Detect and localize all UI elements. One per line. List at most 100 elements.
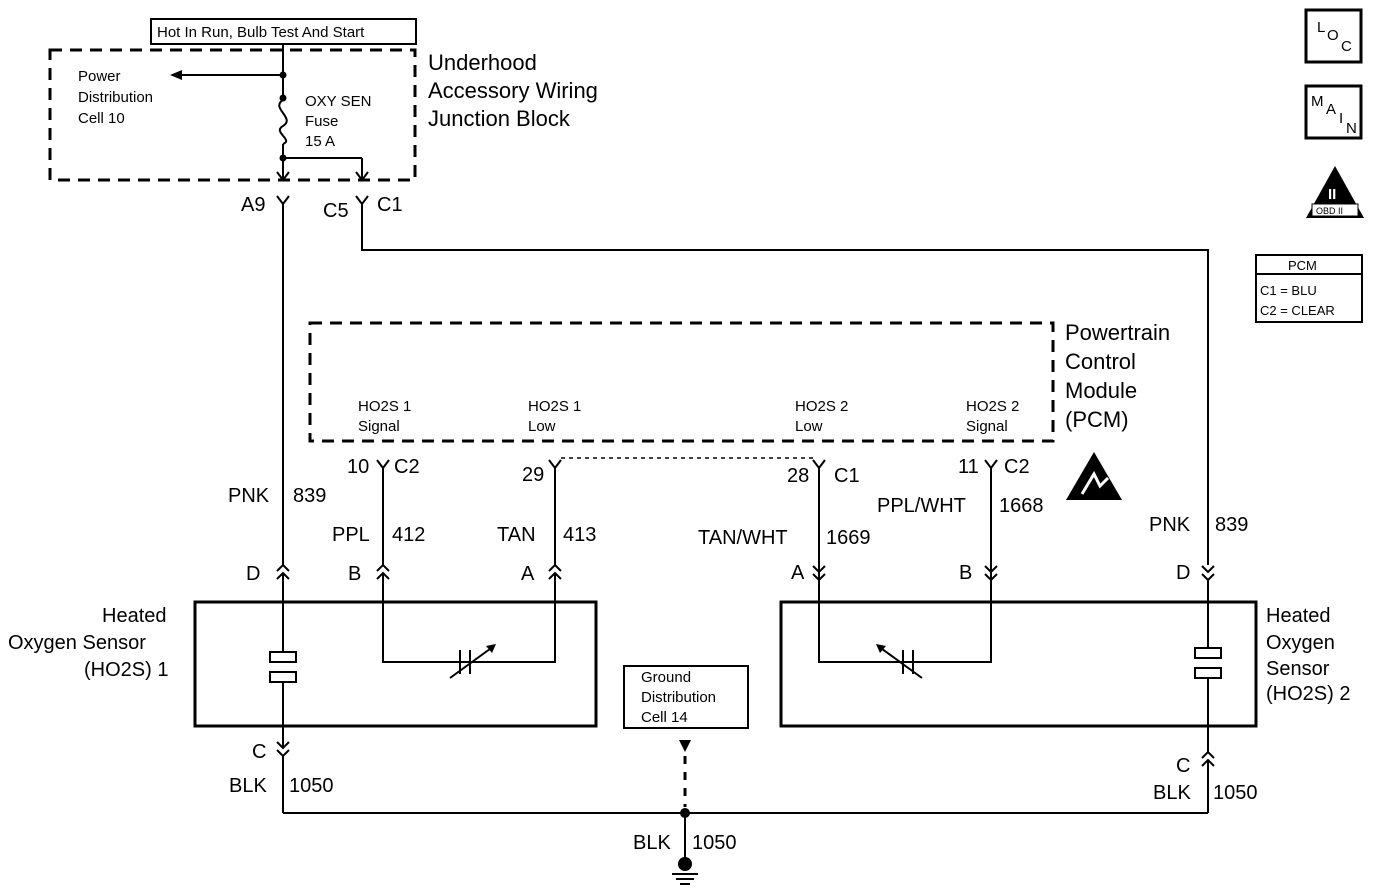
junction-block-name-3: Junction Block — [428, 106, 571, 131]
main-icon — [1304, 84, 1363, 140]
s1-connector-d-icon — [276, 563, 290, 572]
s1-pin-c: C — [252, 741, 266, 763]
pcm-s2-low-a: HO2S 2 — [795, 398, 848, 415]
s1-heater-icon — [269, 651, 297, 663]
sensor2-box — [779, 600, 1258, 728]
s2-pin-d: D — [1176, 562, 1190, 584]
pcm-s2-signal-b: Signal — [966, 418, 1008, 435]
sensor1-name-2: Oxygen Sensor — [8, 632, 146, 654]
wire-tanwht-num: 1669 — [826, 527, 871, 549]
s2-connector-b-icon — [984, 565, 998, 574]
power-dist-1: Power — [78, 68, 121, 85]
svg-text:L: L — [1317, 19, 1325, 36]
power-dist-3: Cell 10 — [78, 110, 125, 127]
s1-connector-a-icon — [548, 563, 562, 572]
wire-tanwht: TAN/WHT — [698, 527, 788, 549]
sensor1-name-1: Heated — [102, 605, 167, 627]
pcm-pin11: 11 — [958, 456, 979, 478]
pcm-s1-signal-a: HO2S 1 — [358, 398, 411, 415]
pin-a9: A9 — [241, 194, 265, 216]
s2-connector-a-icon — [812, 565, 826, 574]
svg-text:C: C — [1341, 38, 1352, 55]
pcm-pin10: 10 — [347, 456, 369, 478]
wire-pnk-right: PNK — [1149, 514, 1191, 536]
pcm-name-4: (PCM) — [1065, 407, 1129, 432]
wire-ppl-num: 412 — [392, 524, 425, 546]
s2-heater-icon — [1194, 647, 1222, 659]
pcm-legend-box — [1255, 254, 1363, 323]
pin-c5: C5 — [323, 200, 349, 222]
pcm-legend-title: PCM — [1288, 258, 1317, 273]
s1-pin-b: B — [348, 563, 361, 585]
pcm-pin11-icon — [984, 459, 998, 470]
power-label: Hot In Run, Bulb Test And Start — [157, 24, 365, 41]
wire-pplwht: PPL/WHT — [877, 495, 966, 517]
obd-label: OBD II — [1316, 206, 1343, 216]
svg-text:O: O — [1327, 27, 1339, 44]
pcm-pin28-conn: C1 — [834, 465, 860, 487]
wire-pplwht-num: 1668 — [999, 495, 1044, 517]
pcm-name-3: Module — [1065, 378, 1137, 403]
sensor1-box — [193, 600, 598, 728]
pcm-outline — [308, 321, 1055, 443]
svg-text:I: I — [1339, 110, 1343, 127]
fuse-label-1: OXY SEN — [305, 93, 371, 110]
wire-ppl: PPL — [332, 524, 370, 546]
wire-blk-left-num: 1050 — [289, 775, 334, 797]
pcm-pin29: 29 — [522, 464, 544, 486]
wire-blk-left: BLK — [229, 775, 267, 797]
pcm-pin10-conn: C2 — [394, 456, 420, 478]
pcm-s2-signal-a: HO2S 2 — [966, 398, 1019, 415]
s2-connector-c-icon — [1201, 750, 1215, 759]
s1-pin-d: D — [246, 563, 260, 585]
pcm-pin28-icon — [812, 459, 826, 470]
junction-block-name-1: Underhood — [428, 50, 537, 75]
fuse-label-3: 15 A — [305, 133, 335, 150]
sensor2-name-3: Sensor — [1266, 658, 1330, 680]
wire-pnk-left: PNK — [228, 485, 270, 507]
pcm-pin10-icon — [376, 459, 390, 470]
wire-blk-right: BLK — [1153, 782, 1191, 804]
ground-dist-box — [623, 665, 749, 729]
s2-pin-a: A — [791, 562, 805, 584]
s1-connector-c-icon — [276, 741, 290, 750]
pcm-s2-low-b: Low — [795, 418, 823, 435]
pcm-pin29-icon — [548, 459, 562, 470]
pcm-legend-c1: C1 = BLU — [1260, 283, 1317, 298]
s2-pin-c: C — [1176, 755, 1190, 777]
s1-connector-b-icon — [376, 563, 390, 572]
wire-pnk-right-num: 839 — [1215, 514, 1248, 536]
pin-c1: C1 — [377, 194, 403, 216]
sensor2-name-2: Oxygen — [1266, 632, 1335, 654]
ground-dist-1: Ground — [641, 669, 691, 686]
ground-icon — [678, 857, 692, 871]
wire-pnk-left-num: 839 — [293, 485, 326, 507]
pcm-s1-low-a: HO2S 1 — [528, 398, 581, 415]
pcm-s1-signal-b: Signal — [358, 418, 400, 435]
loc-icon — [1304, 8, 1363, 64]
sensor1-name-3: (HO2S) 1 — [84, 659, 168, 681]
s2-pin-b: B — [959, 562, 972, 584]
pcm-name-1: Powertrain — [1065, 320, 1170, 345]
power-dist-2: Distribution — [78, 89, 153, 106]
pcm-pin28: 28 — [787, 465, 809, 487]
pcm-pin11-conn: C2 — [1004, 456, 1030, 478]
junction-block-outline — [48, 48, 417, 182]
arrow-left-icon — [170, 70, 182, 80]
wire-tan: TAN — [497, 524, 536, 546]
pcm-legend-c2: C2 = CLEAR — [1260, 303, 1335, 318]
pcm-name-2: Control — [1065, 349, 1136, 374]
s1-pin-a: A — [521, 563, 535, 585]
s2-connector-d-icon — [1201, 565, 1215, 574]
junction-block-name-2: Accessory Wiring — [428, 78, 598, 103]
svg-text:N: N — [1346, 120, 1357, 137]
fuse-icon — [278, 99, 288, 145]
connector-c5-icon — [355, 195, 369, 206]
sensor2-name-4: (HO2S) 2 — [1266, 683, 1350, 705]
wire-blk-right-num: 1050 — [1213, 782, 1258, 804]
wire-blk-bottom: BLK — [633, 832, 671, 854]
wire-tan-num: 413 — [563, 524, 596, 546]
sensor2-name-1: Heated — [1266, 605, 1331, 627]
ground-dist-arrow-icon — [679, 740, 691, 752]
